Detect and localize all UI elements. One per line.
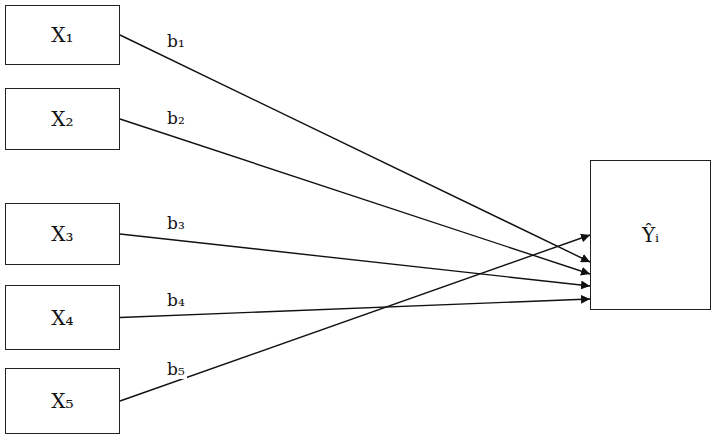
- path-arrow: [120, 299, 590, 318]
- variable-label: X₁: [51, 23, 73, 47]
- variable-label: X₅: [51, 389, 73, 413]
- coefficient-label: b₂: [165, 109, 187, 128]
- path-arrow: [120, 35, 590, 262]
- variable-box: X₅: [5, 368, 120, 434]
- path-arrow: [120, 235, 590, 401]
- variable-label: X₂: [51, 107, 73, 131]
- predicted-box: Ŷᵢ: [590, 160, 711, 310]
- coefficient-label: b₅: [165, 360, 187, 379]
- coefficient-label: b₃: [165, 214, 187, 233]
- variable-box: X₃: [5, 203, 120, 265]
- variable-label: X₃: [51, 222, 73, 246]
- coefficient-label: b₁: [165, 32, 187, 51]
- path-arrow: [120, 119, 590, 274]
- variable-box: X₁: [5, 5, 120, 65]
- variable-box: X₄: [5, 285, 120, 350]
- variable-label: X₄: [51, 306, 73, 330]
- coefficient-label: b₄: [165, 291, 187, 310]
- variable-box: X₂: [5, 88, 120, 150]
- variable-label: Ŷᵢ: [642, 223, 659, 247]
